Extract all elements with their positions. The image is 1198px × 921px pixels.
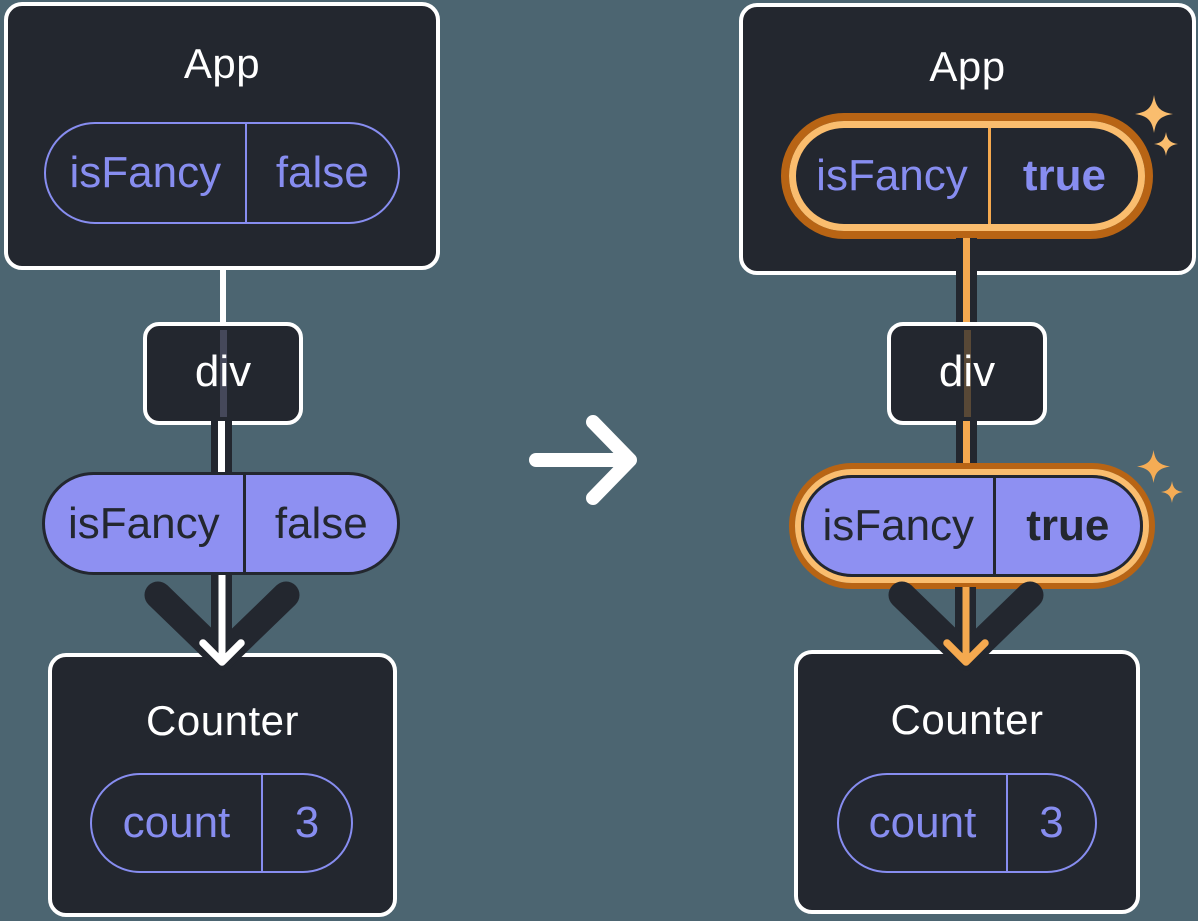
state-pill-counter-before: count 3 <box>90 773 353 873</box>
state-value: 3 <box>294 798 320 847</box>
component-title: App <box>929 43 1006 90</box>
prop-flow-core-after <box>963 238 970 324</box>
state-value: 3 <box>1039 798 1064 847</box>
sparkle-icon <box>1161 481 1183 503</box>
state-pill-app-before: isFancy false <box>44 122 400 224</box>
passed-prop-pill-after: isFancy true <box>801 475 1143 577</box>
prop-name: isFancy <box>46 124 247 222</box>
state-pill-counter-after: count 3 <box>837 773 1097 873</box>
counter-component-box-after: Counter count 3 <box>794 650 1140 914</box>
component-title: App <box>183 40 261 87</box>
app-component-box-after: App isFancy true <box>739 3 1196 275</box>
prop-value: true <box>1022 151 1107 200</box>
div-node-box-before: div <box>143 322 303 425</box>
prop-flow-core-before <box>218 421 225 474</box>
highlight-ring: isFancy true <box>789 463 1155 589</box>
sparkle-icon <box>1137 450 1170 483</box>
prop-flow-arrow-icon <box>144 572 300 671</box>
prop-flow-core-after <box>963 421 970 467</box>
counter-component-box-before: Counter count 3 <box>48 653 397 917</box>
component-title: Counter <box>890 696 1044 743</box>
prop-passthrough-line <box>219 330 227 417</box>
passed-prop-pill-before: isFancy false <box>42 472 400 575</box>
prop-value: false <box>274 498 368 548</box>
sparkle-icon <box>1154 132 1178 156</box>
state-name: count <box>92 775 263 871</box>
div-node-box-after: div <box>887 322 1047 425</box>
transition-arrow-icon <box>529 415 637 505</box>
sparkle-icon <box>1135 95 1173 133</box>
prop-flow-arrow-icon <box>888 581 1044 671</box>
component-title: Counter <box>146 697 299 744</box>
app-component-box-before: App isFancy false <box>4 2 440 270</box>
prop-passthrough-line <box>963 330 971 417</box>
prop-name: isFancy <box>45 475 246 572</box>
div-label: div <box>194 346 252 396</box>
highlight-ring: isFancy true <box>781 113 1153 239</box>
prop-name: isFancy <box>796 128 991 224</box>
prop-name: isFancy <box>804 478 996 574</box>
div-label: div <box>938 346 996 396</box>
prop-value: true <box>1026 501 1110 550</box>
prop-value: false <box>275 148 369 197</box>
state-name: count <box>839 775 1008 871</box>
state-pill-app-after: isFancy true <box>789 121 1145 231</box>
prop-flow-line-app-div-before <box>220 268 226 326</box>
